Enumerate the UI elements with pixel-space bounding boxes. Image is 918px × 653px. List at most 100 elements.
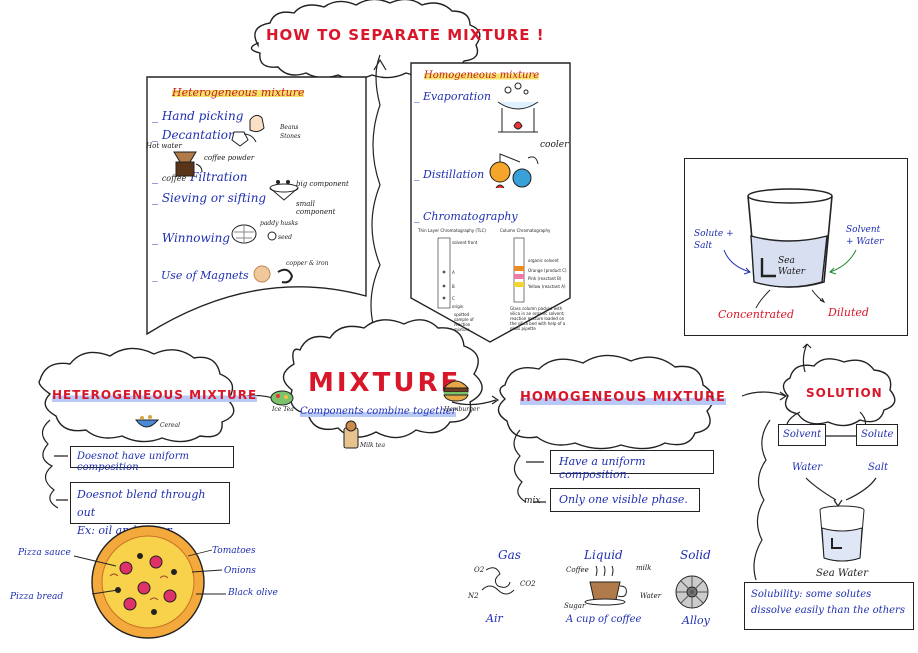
homo-panel-shape — [410, 62, 571, 343]
hamburger-label: Hamburger — [444, 406, 480, 413]
coffee-filter-icon — [173, 151, 203, 177]
label-small-component: small component — [296, 200, 336, 216]
sieve-icon — [269, 180, 299, 201]
pizza-bread-label: Pizza bread — [10, 592, 64, 602]
solute-box: Solute — [856, 424, 898, 446]
solute-example: Salt — [868, 462, 889, 473]
liquid-part-milk: milk — [636, 564, 652, 572]
tlc-origin: origin — [452, 304, 464, 309]
diluted-label: Diluted — [828, 306, 869, 319]
black-olive-label: Black olive — [228, 588, 278, 598]
milk-tea-label: Milk tea — [360, 442, 386, 449]
distillation-flask-icon — [489, 153, 539, 189]
cc-glass-column: Glass column packed with silica in an or… — [510, 306, 566, 331]
gas-title: Gas — [498, 548, 521, 562]
hetero-panel-illustrations — [173, 114, 299, 284]
label-stones: Stones — [280, 133, 301, 140]
large-glass-icon — [747, 188, 833, 288]
solvent-example: Water — [792, 462, 823, 473]
winnowing-basket-icon — [231, 224, 277, 244]
tlc-spotted: spotted sample of reaction mixture — [454, 312, 474, 332]
homo-panel-header: Homogeneous mixture — [424, 70, 540, 81]
concentrated-label: Concentrated — [718, 308, 795, 321]
homo-title: HOMOGENEOUS MIXTURE — [520, 390, 726, 405]
cc-band-yellow: Yellow (reactant A) — [528, 284, 566, 289]
ice-tea-label: Ice Tea — [272, 406, 294, 413]
tlc-solvent-front: solvent front — [452, 240, 478, 245]
mixture-title: MIXTURE — [308, 368, 462, 398]
solvent-box: Solvent — [778, 424, 826, 446]
homo-panel: Homogeneous mixture _ Evaporation _ Dist… — [410, 62, 572, 344]
gas-part-n2: N2 — [468, 592, 479, 600]
gas-part-co2: CO2 — [520, 580, 536, 588]
tlc-spot-a: A — [452, 270, 455, 275]
label-beans: Beans — [280, 124, 299, 131]
tlc-plate-icon — [437, 237, 451, 309]
method-decantation: _ Decantation — [152, 128, 236, 142]
mixture-subtitle: Components combine together — [300, 406, 457, 417]
small-glass-icon — [819, 505, 865, 562]
liquid-part-sugar: Sugar — [564, 602, 586, 610]
method-evaporation: _ Evaporation — [414, 90, 491, 103]
cc-band-orange: Orange (product C) — [528, 268, 567, 273]
gas-example: Air — [486, 612, 503, 625]
title-cloud — [250, 0, 481, 80]
cereal-bowl-icon — [135, 415, 160, 428]
hamburger-icon — [442, 380, 470, 402]
hetero-panel-shape — [146, 76, 367, 336]
alloy-wheel-icon — [675, 575, 709, 609]
mix-label: mix — [524, 496, 541, 506]
method-distillation: _ Distillation — [414, 168, 485, 181]
method-hand-picking: _ Hand picking — [152, 109, 244, 123]
solid-example: Alloy — [682, 614, 710, 627]
homo-panel-illustrations — [437, 82, 539, 309]
tlc-spot-b: B — [452, 284, 455, 289]
solution-cloud — [782, 358, 896, 427]
tomatoes-label: Tomatoes — [212, 546, 256, 556]
label-paddy-husks: paddy husks — [260, 220, 298, 227]
label-hot-water: Hot water — [146, 142, 182, 150]
cc-organic-solvent: organic solvent — [528, 258, 559, 263]
pizza-sauce-label: Pizza sauce — [18, 548, 71, 558]
hetero-panel: Heterogeneous mixture _ Hand picking _ D… — [146, 76, 368, 338]
hetero-title: HETEROGENEOUS MIXTURE — [52, 388, 258, 402]
hetero-panel-header: Heterogeneous mixture — [172, 86, 305, 99]
method-filtration: _ coffee Filtration — [152, 170, 248, 184]
magnet-icon — [253, 265, 294, 284]
onions-label: Onions — [224, 566, 256, 576]
liquid-example: A cup of coffee — [566, 614, 642, 625]
liquid-part-coffee: Coffee — [566, 566, 589, 574]
column-icon — [513, 237, 525, 303]
gas-swirl-icon — [481, 567, 515, 595]
ice-tea-icon — [270, 390, 294, 406]
method-winnowing: _ Winnowing — [152, 231, 230, 245]
method-use-of-magnets: _ Use of Magnets — [152, 269, 249, 282]
sea-water-label: Sea Water — [816, 568, 868, 579]
method-chromatography: _ Chromatography — [414, 210, 518, 223]
solid-title: Solid — [680, 548, 711, 562]
hand-icon — [249, 114, 265, 133]
tlc-title: Thin Layer Chromatography (TLC) — [418, 228, 486, 233]
liquid-part-water: Water — [640, 592, 662, 600]
decanter-icon — [231, 131, 257, 147]
card-solute-label: Solute + Salt — [694, 229, 734, 251]
coffee-cup-icon — [584, 565, 627, 606]
solubility-note: Solubility: some solutes dissolve easily… — [744, 582, 914, 630]
label-big-component: big component — [296, 180, 349, 188]
page-title: HOW TO SEPARATE MIXTURE ! — [266, 26, 545, 44]
label-cooler: cooler — [540, 140, 569, 150]
hetero-fact-uniform: Doesnot have uniform composition — [70, 446, 234, 473]
cc-title: Column Chromatography — [500, 228, 551, 233]
evaporation-dish-icon — [497, 82, 539, 133]
cereal-label: Cereal — [160, 422, 181, 429]
hetero-fact-blend-text: Doesnot blend through out — [77, 488, 206, 519]
solution-title: SOLUTION — [806, 386, 883, 400]
